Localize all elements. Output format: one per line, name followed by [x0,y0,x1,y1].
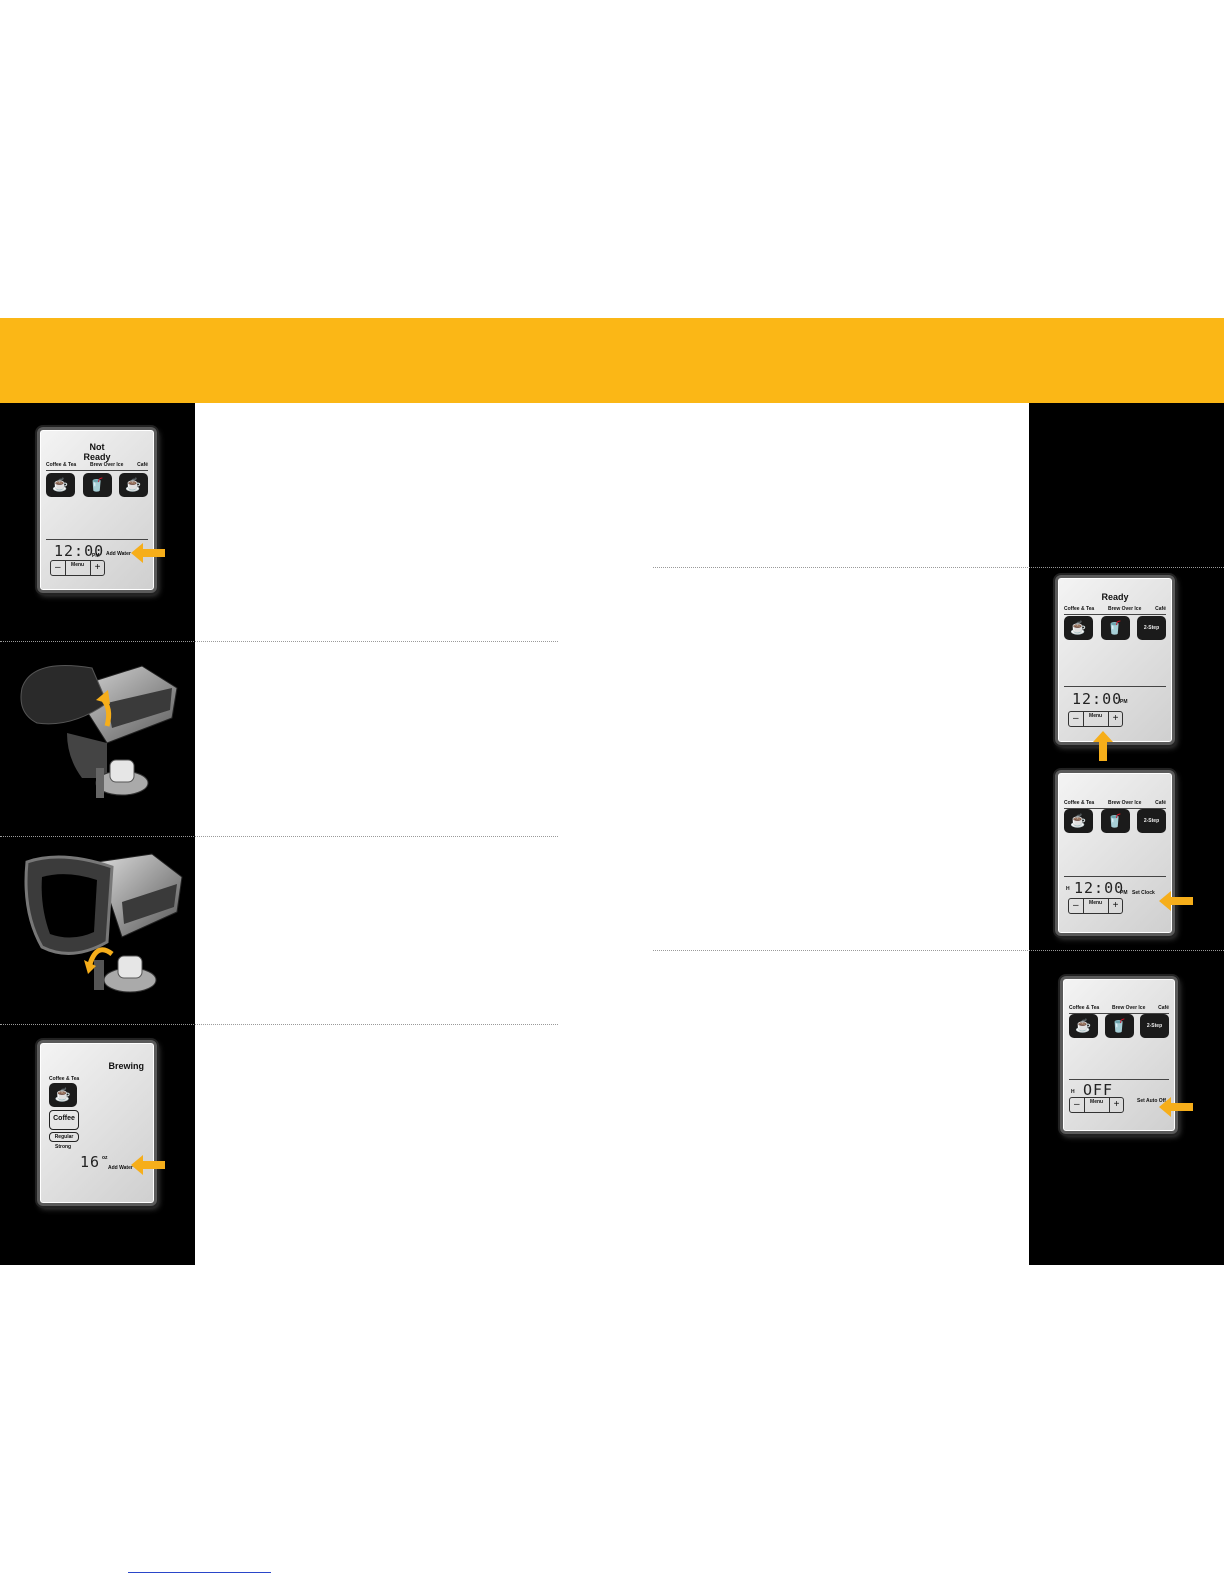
hour-indicator: H [1066,886,1070,892]
plus-button[interactable]: + [1112,713,1119,724]
size-unit: oz [102,1155,108,1161]
category-label: Coffee & Tea [49,1076,80,1082]
coffee-cup-icon[interactable]: ☕ [1069,1014,1098,1038]
menu-button[interactable]: Menu [66,561,91,575]
divider-line [1069,1079,1169,1080]
cafe-cup-icon[interactable]: ☕ [119,473,148,497]
arrow-left-icon [1159,1097,1193,1117]
iced-drink-icon[interactable]: 🥤 [1100,616,1130,640]
arrow-left-icon [1159,891,1193,911]
hour-indicator: H [1071,1089,1075,1095]
brewer-lid-open-illustration [20,665,178,798]
plus-button[interactable]: + [1112,900,1119,911]
coffee-cup-icon[interactable]: ☕ [46,473,75,497]
arrow-left-icon [131,1155,165,1175]
section-divider [0,1024,558,1025]
cafe-cup-icon[interactable]: 2-Step [1137,616,1166,640]
clock-display: 12:00 [1074,879,1125,897]
control-buttons: – Menu + [1069,1097,1125,1113]
section-divider [0,641,558,642]
strength-regular[interactable]: Regular [49,1132,79,1142]
minus-button[interactable]: – [1069,712,1084,726]
cafe-cup-icon[interactable]: 2-Step [1140,1014,1169,1038]
clock-display: 12:00 [54,542,105,560]
arrow-up-icon [1093,731,1113,761]
ampm-indicator: PM [1120,890,1128,896]
iced-drink-icon[interactable]: 🥤 [1100,809,1130,833]
menu-button[interactable]: Menu [1084,712,1109,726]
section-divider [653,950,1224,951]
footer-link-underline [128,1572,271,1573]
status-text: Brewing [108,1061,144,1071]
drink-type-label[interactable]: Coffee [49,1110,79,1130]
lcd-panel-brewing: Brewing Coffee & Tea ☕ Coffee Regular St… [37,1040,157,1206]
minus-button[interactable]: – [51,561,66,575]
size-display: 16 [80,1153,101,1171]
ampm-indicator: PM [92,553,100,559]
section-divider [0,836,558,837]
add-water-message: Add Water [108,1165,133,1171]
plus-button[interactable]: + [1113,1099,1120,1110]
add-water-message: Add Water [106,551,131,557]
set-clock-message: Set Clock [1132,890,1155,896]
control-buttons: – Menu + [1068,711,1124,727]
iced-drink-icon[interactable]: 🥤 [1104,1014,1134,1038]
strength-strong[interactable]: Strong [55,1144,72,1150]
ampm-indicator: PM [1120,699,1128,705]
menu-button[interactable]: Menu [1084,899,1109,913]
coffee-cup-icon[interactable]: ☕ [49,1083,77,1107]
header-banner [0,318,1224,403]
minus-button[interactable]: – [1069,899,1084,913]
arrow-left-icon [131,543,165,563]
status-text: Ready [1101,592,1129,602]
iced-drink-icon[interactable]: 🥤 [82,473,112,497]
divider-line [46,539,148,540]
control-buttons: – Menu + [1068,898,1124,914]
brewer-reservoir-illustration [24,853,183,993]
section-divider [653,567,1224,568]
control-buttons: – Menu + [50,560,106,576]
coffee-cup-icon[interactable]: ☕ [1064,616,1093,640]
divider-line [1064,686,1166,687]
auto-off-display: OFF [1083,1081,1114,1099]
menu-button[interactable]: Menu [1085,1098,1110,1112]
clock-display: 12:00 [1072,690,1123,708]
coffee-cup-icon[interactable]: ☕ [1064,809,1093,833]
minus-button[interactable]: – [1070,1098,1085,1112]
divider-line [1064,876,1166,877]
set-auto-off-message: Set Auto Off [1137,1098,1166,1104]
plus-button[interactable]: + [94,562,101,573]
cafe-cup-icon[interactable]: 2-Step [1137,809,1166,833]
